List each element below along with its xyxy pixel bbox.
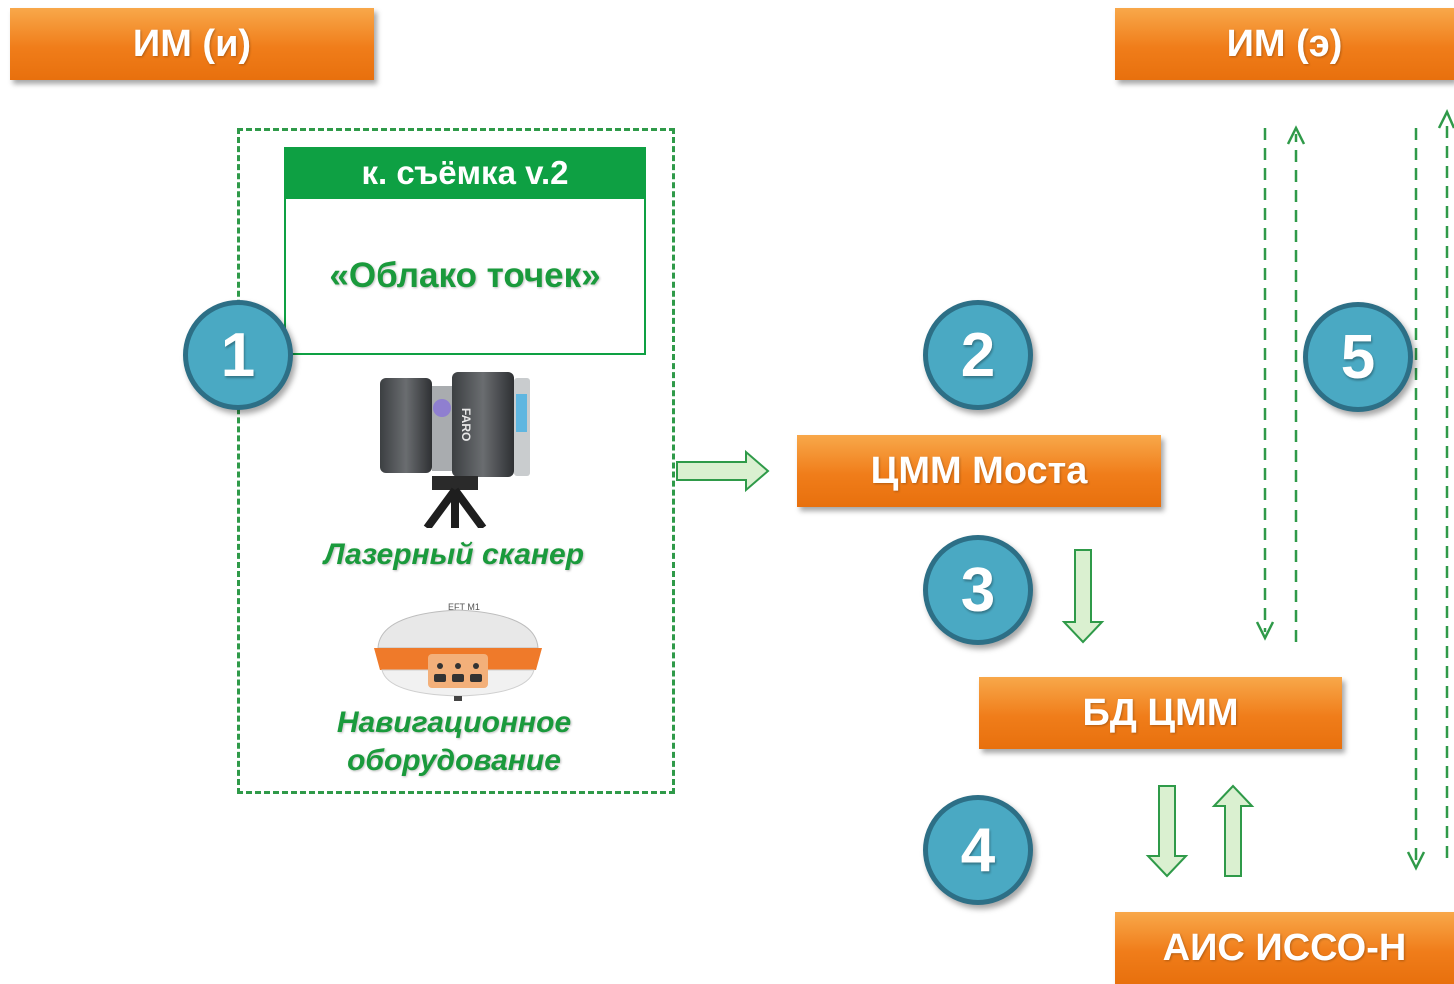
cmm-bridge-box: ЦММ Моста [797, 435, 1161, 507]
right-arrow [676, 449, 770, 493]
step-5-badge: 5 [1303, 302, 1413, 412]
laser-scanner-label: Лазерный сканер [323, 538, 585, 571]
im-e-box: ИМ (э) [1115, 8, 1454, 80]
svg-text:EFT M1: EFT M1 [448, 602, 480, 612]
dashed-down-head-1 [1255, 621, 1275, 641]
im-i-box: ИМ (и) [10, 8, 374, 80]
up-arrow-4 [1211, 784, 1255, 877]
svg-text:FARO: FARO [459, 408, 473, 441]
survey-group-frame [237, 128, 675, 794]
dashed-up-head-1 [1286, 125, 1306, 145]
nav-equipment-line2: оборудование [347, 744, 561, 777]
dashed-down-head-2 [1406, 851, 1426, 871]
laser-scanner-icon: FARO [380, 372, 530, 528]
dashed-up-head-2 [1437, 109, 1454, 129]
step-1-badge: 1 [183, 300, 293, 410]
nav-equipment-line1: Навигационное [336, 706, 572, 739]
ais-isso-box: АИС ИССО-Н [1115, 912, 1454, 984]
point-cloud-label: «Облако точек» [329, 256, 601, 295]
nav-equipment-label: Навигационное оборудование [284, 704, 624, 780]
bd-cmm-box: БД ЦММ [979, 677, 1342, 749]
down-arrow-3 [1061, 549, 1105, 644]
gnss-receiver-icon: EFT M1 [374, 602, 542, 701]
step-3-badge: 3 [923, 535, 1033, 645]
step-2-badge: 2 [923, 300, 1033, 410]
survey-header: к. съёмка v.2 [284, 147, 646, 199]
step-4-badge: 4 [923, 795, 1033, 905]
down-arrow-4 [1145, 785, 1189, 878]
point-cloud-panel [284, 199, 646, 355]
